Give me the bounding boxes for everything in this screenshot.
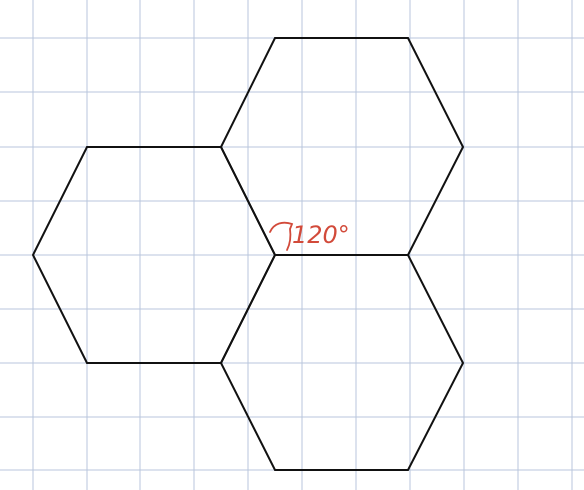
angle-label: 120° (292, 221, 350, 249)
hexagon-bottom-right (219, 254, 465, 471)
angle-arc-marker (269, 221, 294, 251)
